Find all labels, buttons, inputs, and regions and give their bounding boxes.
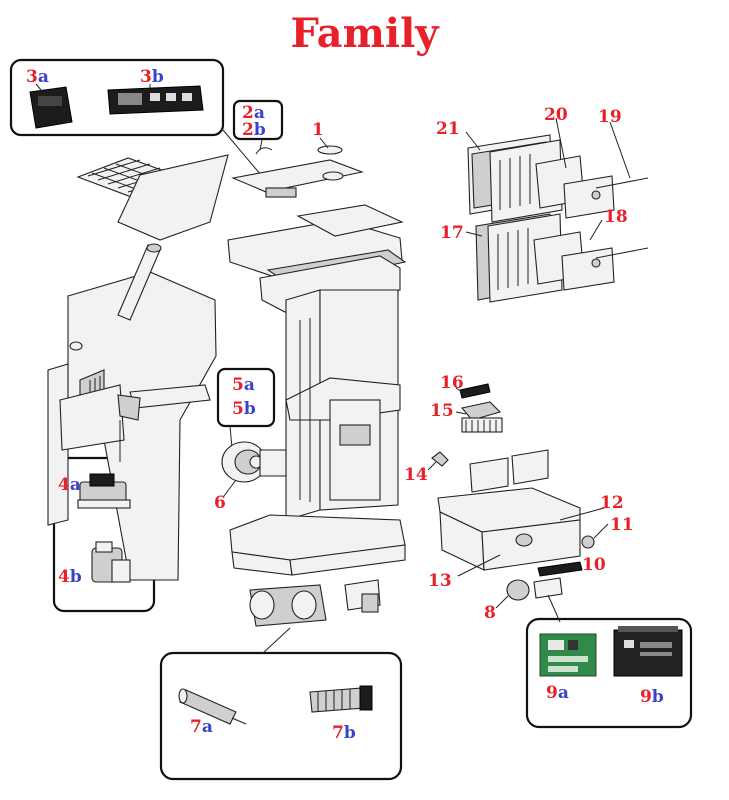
label-4b: 4b xyxy=(58,567,82,587)
label-2a: 2a xyxy=(242,103,265,123)
label-19: 19 xyxy=(598,107,622,127)
label-9b: 9b xyxy=(640,687,664,707)
label-13: 13 xyxy=(428,571,452,591)
label-5b: 5b xyxy=(232,399,256,419)
control-board-9b xyxy=(613,626,683,677)
door-assembly-top xyxy=(467,134,649,223)
label-17: 17 xyxy=(440,223,464,243)
label-18: 18 xyxy=(604,207,628,227)
combustion-fan-6 xyxy=(221,441,287,483)
callout-box-5 xyxy=(216,367,276,428)
burner-pot-15-16 xyxy=(459,383,503,433)
hopper-lid xyxy=(117,154,229,241)
callout-box-7 xyxy=(159,651,403,781)
control-panel-3a xyxy=(29,86,73,129)
part-8-disc xyxy=(506,579,530,601)
callout-box-9 xyxy=(525,617,693,729)
main-body xyxy=(227,204,407,576)
label-9a: 9a xyxy=(546,683,569,703)
label-21: 21 xyxy=(436,119,460,139)
label-10: 10 xyxy=(582,555,606,575)
tangential-fan-7a xyxy=(178,688,247,725)
part-1-cap xyxy=(317,145,343,155)
top-lid xyxy=(231,159,364,193)
gear-motor-4a xyxy=(77,473,131,509)
label-5a: 5a xyxy=(232,375,255,395)
label-11: 11 xyxy=(610,515,634,535)
label-3b: 3b xyxy=(140,67,164,87)
door-assembly-bottom xyxy=(475,213,649,303)
label-20: 20 xyxy=(544,105,568,125)
label-7a: 7a xyxy=(190,717,213,737)
label-12: 12 xyxy=(600,493,624,513)
label-7b: 7b xyxy=(332,723,356,743)
label-1: 1 xyxy=(312,120,324,140)
part-2-clip xyxy=(255,147,273,155)
label-8: 8 xyxy=(484,603,496,623)
hopper-body xyxy=(47,271,217,581)
callout-box-2 xyxy=(232,99,284,141)
tangential-fan-7b xyxy=(309,685,373,713)
label-14: 14 xyxy=(404,465,428,485)
control-panel-3b xyxy=(107,85,204,115)
fan-assembly-bottom xyxy=(249,579,381,627)
gear-motor-4b xyxy=(91,541,131,583)
label-2b: 2b xyxy=(242,120,266,140)
label-3a: 3a xyxy=(26,67,49,87)
label-6: 6 xyxy=(214,493,226,513)
callout-box-3 xyxy=(9,58,225,137)
label-4a: 4a xyxy=(58,475,81,495)
control-board-9a xyxy=(539,633,597,677)
bracket-14 xyxy=(431,451,449,467)
auger-tube xyxy=(117,243,211,421)
label-16: 16 xyxy=(440,373,464,393)
electronics-box xyxy=(437,449,595,599)
diagram-title: Family xyxy=(290,10,439,57)
label-15: 15 xyxy=(430,401,454,421)
